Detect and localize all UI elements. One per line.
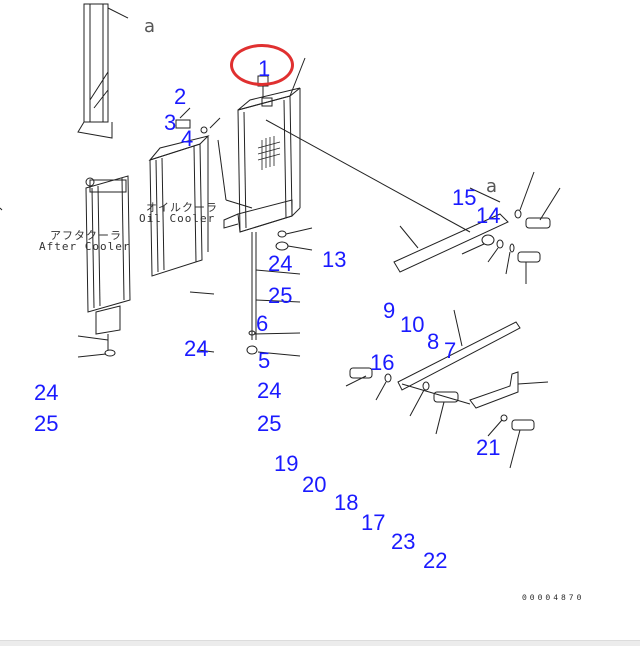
callout-10[interactable]: 10 [400,312,425,337]
callout-6[interactable]: 6 [256,311,269,336]
callout-23[interactable]: 23 [391,529,416,554]
after-cooler-label-jp: アフタクーラ [50,229,122,242]
callout-19[interactable]: 19 [274,451,299,476]
radiator-hardware-drawing [197,227,313,357]
oil-cooler-label-en: Oil Cooler [139,212,216,225]
bottom-scroll-bar [0,640,640,646]
callout-24[interactable]: 24 [34,380,59,405]
reference-mark: a [144,16,156,37]
reference-mark: a [486,176,498,197]
callout-16[interactable]: 16 [370,350,395,375]
callout-1[interactable]: 1 [258,56,271,81]
callout-9[interactable]: 9 [383,298,396,323]
callout-25[interactable]: 25 [257,411,282,436]
highlight-circle [230,44,294,86]
callout-14[interactable]: 14 [476,203,501,228]
frame-bracket-drawing [77,3,129,139]
callout-18[interactable]: 18 [334,490,359,515]
lower-stay-drawing [345,309,549,469]
figure-id: 00004870 [522,594,585,603]
after-cooler-label-en: After Cooler [39,240,131,253]
callout-13[interactable]: 13 [322,247,347,272]
callout-24[interactable]: 24 [184,336,209,361]
callout-2[interactable]: 2 [174,84,187,109]
callout-24[interactable]: 24 [257,378,282,403]
oil-cooler-label-jp: オイルクーラ [146,201,218,214]
callout-25[interactable]: 25 [34,411,59,436]
callout-8[interactable]: 8 [427,329,440,354]
callout-24[interactable]: 24 [268,251,293,276]
callout-4[interactable]: 4 [181,126,194,151]
callout-5[interactable]: 5 [258,348,271,373]
callout-20[interactable]: 20 [302,472,327,497]
callout-15[interactable]: 15 [452,185,477,210]
after-cooler-drawing [77,175,131,358]
callout-3[interactable]: 3 [164,110,177,135]
callout-22[interactable]: 22 [423,548,448,573]
radiator-drawing [223,57,471,340]
callout-21[interactable]: 21 [476,435,501,460]
oil-cooler-drawing [148,107,253,295]
callout-25[interactable]: 25 [268,283,293,308]
callout-7[interactable]: 7 [444,338,457,363]
upper-stay-drawing [393,171,561,284]
callout-17[interactable]: 17 [361,510,386,535]
